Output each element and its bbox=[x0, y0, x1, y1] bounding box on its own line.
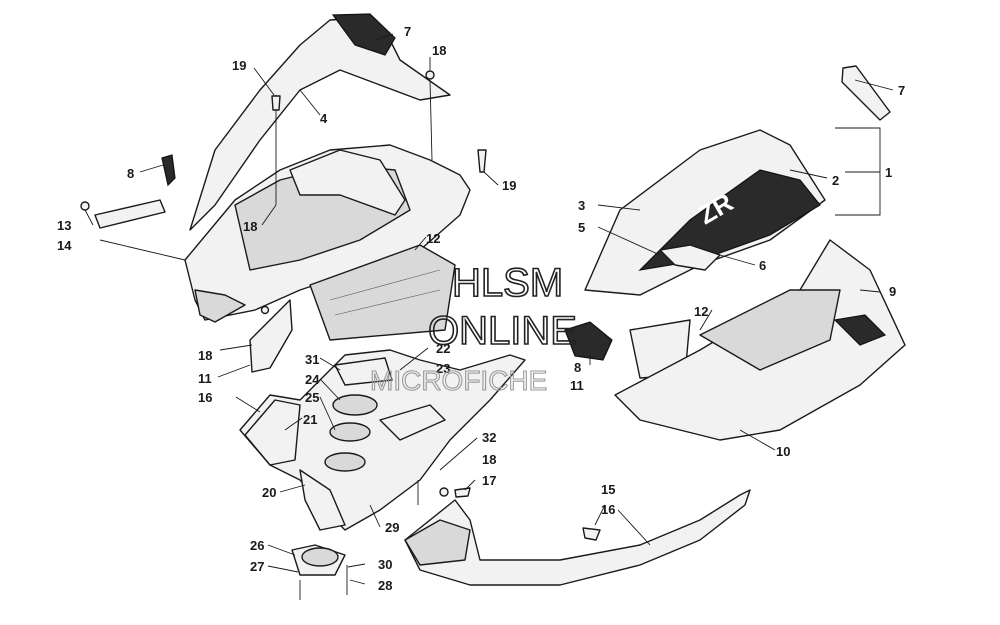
dash-panel-top bbox=[289, 149, 406, 216]
callout-4: 4 bbox=[320, 111, 328, 126]
callout-8-right: 8 bbox=[574, 360, 581, 375]
shroud-part-21 bbox=[244, 399, 301, 466]
callout-10: 10 bbox=[776, 444, 790, 459]
callout-26: 26 bbox=[250, 538, 264, 553]
plate-part-22 bbox=[379, 404, 446, 441]
callout-15: 15 bbox=[601, 482, 615, 497]
callout-18-mid: 18 bbox=[243, 219, 257, 234]
callout-labels: 7 18 19 4 8 19 13 14 18 12 18 11 16 21 3… bbox=[57, 24, 905, 593]
vent-trim-part-7-right bbox=[841, 65, 891, 121]
nut-part-18-belly bbox=[439, 487, 449, 497]
belly-pan-right bbox=[404, 489, 751, 586]
callout-13: 13 bbox=[57, 218, 71, 233]
callout-14: 14 bbox=[57, 238, 72, 253]
bracket-part-14 bbox=[94, 199, 166, 229]
callout-11-right: 11 bbox=[570, 378, 584, 393]
clip-part-8-left bbox=[161, 154, 176, 187]
callout-18-lower: 18 bbox=[198, 348, 212, 363]
callout-3: 3 bbox=[578, 198, 585, 213]
callout-18-top: 18 bbox=[432, 43, 446, 58]
lower-side-panel bbox=[614, 239, 906, 441]
bolt-part-19-right bbox=[477, 149, 487, 173]
callout-2: 2 bbox=[832, 173, 839, 188]
callout-32: 32 bbox=[482, 430, 496, 445]
duct-ring-part-24 bbox=[332, 394, 378, 416]
callout-16-right: 16 bbox=[601, 502, 615, 517]
callout-17: 17 bbox=[482, 473, 496, 488]
callout-11-left: 11 bbox=[198, 371, 212, 386]
shroud-part-20 bbox=[299, 469, 346, 531]
callout-27: 27 bbox=[250, 559, 264, 574]
hood-vent-grille bbox=[331, 13, 396, 56]
callout-23: 23 bbox=[436, 361, 450, 376]
fastener-part-15 bbox=[582, 527, 601, 541]
callout-30: 30 bbox=[378, 557, 392, 572]
callout-28: 28 bbox=[378, 578, 392, 593]
callout-25: 25 bbox=[305, 390, 319, 405]
callout-20: 20 bbox=[262, 485, 276, 500]
callout-5: 5 bbox=[578, 220, 585, 235]
headlight-bezel bbox=[194, 289, 246, 323]
callout-12-right: 12 bbox=[694, 304, 708, 319]
callout-21: 21 bbox=[303, 412, 317, 427]
hood-assembly bbox=[184, 13, 471, 323]
screw-part-13 bbox=[80, 201, 90, 211]
watermark-line-2: ONLINE bbox=[428, 309, 577, 353]
callout-22: 22 bbox=[436, 341, 450, 356]
cover-part-11 bbox=[249, 299, 293, 373]
nut-part-18 bbox=[260, 305, 270, 315]
callout-9: 9 bbox=[889, 284, 896, 299]
callout-31: 31 bbox=[305, 352, 319, 367]
duct-ring-part-25 bbox=[329, 422, 371, 442]
callout-8-left: 8 bbox=[127, 166, 134, 181]
bolt-part-17 bbox=[454, 487, 471, 498]
watermark-line-1: HLSM bbox=[452, 261, 563, 305]
callout-24: 24 bbox=[305, 372, 320, 387]
duct-ring bbox=[324, 452, 366, 472]
callout-16-left: 16 bbox=[198, 390, 212, 405]
callout-6: 6 bbox=[759, 258, 766, 273]
leader-lines bbox=[84, 33, 894, 585]
callout-18-belly: 18 bbox=[482, 452, 496, 467]
bolt-part-19-left bbox=[271, 95, 281, 111]
watermark-line-3: MICROFICHE bbox=[370, 365, 547, 396]
callout-12-center: 12 bbox=[426, 231, 440, 246]
callout-19-right: 19 bbox=[502, 178, 516, 193]
vent-grille-part-8-right bbox=[564, 321, 613, 361]
callout-7-top: 7 bbox=[404, 24, 411, 39]
shroud-part-31 bbox=[334, 357, 393, 386]
side-panel-assembly: ZR bbox=[584, 129, 826, 296]
foam-pad-part-12-center bbox=[309, 244, 456, 341]
vent-trim-part-6 bbox=[659, 244, 721, 271]
watermark: HLSM ONLINE MICROFICHE bbox=[369, 260, 577, 396]
callout-1: 1 bbox=[885, 165, 892, 180]
lower-vent bbox=[833, 314, 887, 346]
callout-7-right: 7 bbox=[898, 83, 905, 98]
callout-19-left: 19 bbox=[232, 58, 246, 73]
callout-29: 29 bbox=[385, 520, 399, 535]
nut-part-18-top bbox=[425, 70, 435, 80]
belly-pan-left bbox=[239, 349, 526, 576]
